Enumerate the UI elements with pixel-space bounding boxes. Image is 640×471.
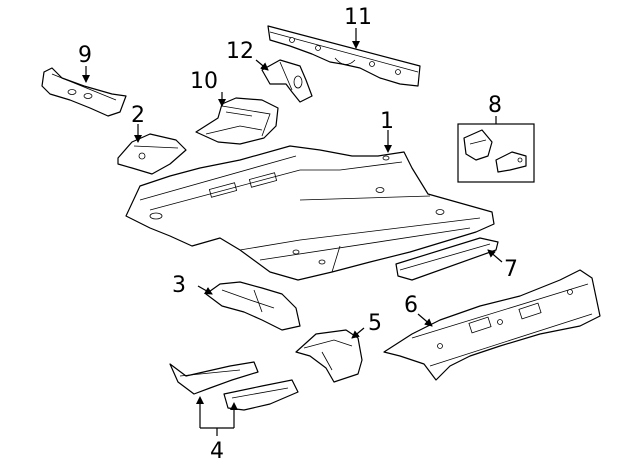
leader-lines (82, 28, 503, 436)
callout-5: 5 (368, 311, 382, 336)
callout-10: 10 (190, 69, 218, 94)
callout-9: 9 (78, 43, 92, 68)
part-7-rail (395, 237, 499, 281)
part-4-braces (169, 361, 299, 411)
part-3-panel (205, 281, 301, 331)
callout-4: 4 (210, 439, 224, 464)
part-11-crossmember (267, 25, 421, 87)
callout-7: 7 (504, 257, 518, 282)
callout-6: 6 (404, 293, 418, 318)
part-1-floor-pan (125, 145, 495, 281)
callout-8: 8 (488, 93, 502, 118)
callout-2: 2 (131, 103, 145, 128)
callout-1: 1 (380, 109, 394, 134)
callout-12: 12 (226, 39, 254, 64)
callout-3: 3 (172, 273, 186, 298)
callout-11: 11 (344, 5, 372, 30)
part-2-bracket (117, 133, 187, 175)
part-12-bracket (261, 59, 313, 103)
part-8-bracket-kit (457, 123, 535, 183)
part-5-cover (295, 329, 363, 383)
part-10-panel (195, 97, 279, 145)
part-9-bracket (41, 67, 127, 117)
part-6-reinforcement (383, 269, 601, 381)
